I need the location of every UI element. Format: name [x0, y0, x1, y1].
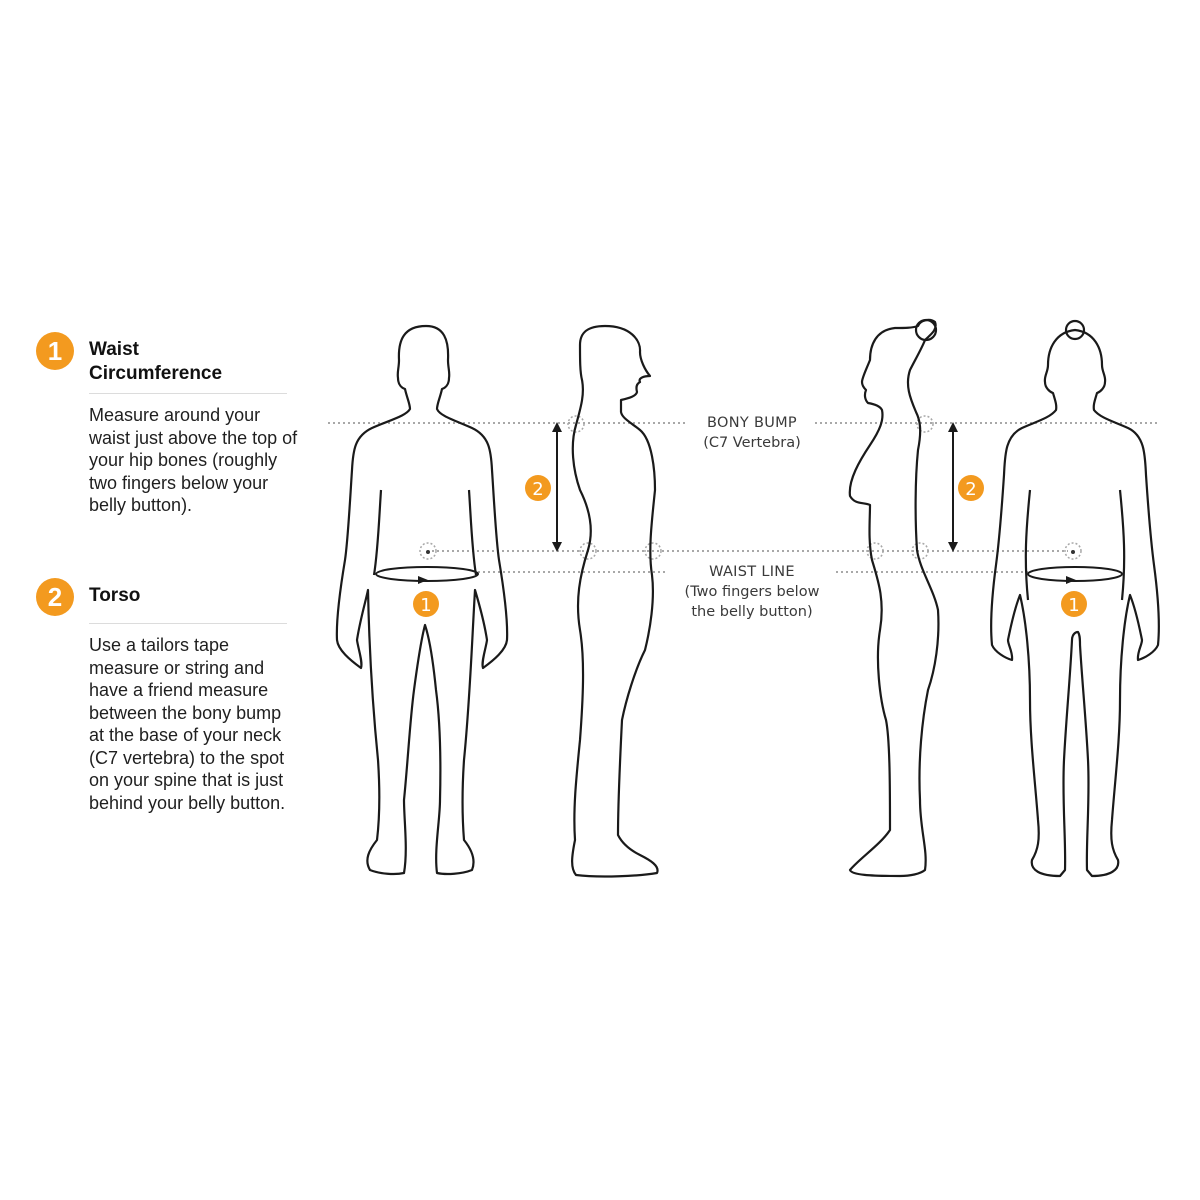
waist-marker-male — [413, 591, 439, 617]
torso-marker-male — [525, 475, 551, 501]
female-side-figure — [848, 318, 940, 878]
divider — [89, 393, 287, 394]
arrow-down-icon — [552, 542, 562, 552]
waist-line-title: WAIST LINE — [709, 564, 795, 580]
step-torso: 2 Torso Use a tailors tape measure or st… — [36, 578, 299, 814]
step-header: 2 Torso — [36, 578, 299, 616]
step-header: 1 Waist Circumference — [36, 332, 299, 386]
male-side-figure — [571, 324, 659, 878]
step-description: Use a tailors tape measure or string and… — [89, 635, 286, 813]
belly-button-marker-male — [419, 542, 437, 560]
belly-marker-female-side — [866, 542, 884, 560]
step-number-badge: 2 — [36, 578, 74, 616]
waist-loop-male — [375, 566, 479, 582]
waist-line-label: WAIST LINE (Two fingers below the belly … — [668, 562, 836, 622]
c7-marker-female — [916, 415, 934, 433]
torso-marker-number: 2 — [532, 479, 543, 500]
belly-marker-male-side — [644, 542, 662, 560]
spine-marker-female — [911, 542, 929, 560]
step-description: Measure around your waist just above the… — [89, 405, 298, 515]
arrow-right-icon — [418, 576, 428, 584]
guide-lines — [328, 422, 1160, 573]
waist-marker-number: 1 — [1068, 595, 1079, 616]
c7-marker-male — [567, 415, 585, 433]
waist-measure-loops — [375, 566, 1123, 582]
waist-line-subtitle-2: the belly button) — [691, 604, 813, 620]
waist-marker-female — [1061, 591, 1087, 617]
step-title: Torso — [89, 585, 141, 606]
torso-marker-female — [958, 475, 984, 501]
waist-direction-arrows — [418, 576, 1076, 584]
arrow-up-icon — [948, 422, 958, 432]
waist-line-subtitle-1: (Two fingers below — [684, 584, 820, 600]
step-title: Waist Circumference — [89, 339, 223, 384]
waist-marker-number: 1 — [420, 595, 431, 616]
divider — [89, 623, 287, 624]
belly-button-dots — [426, 550, 1075, 554]
male-back-figure — [335, 324, 509, 876]
bony-bump-subtitle: (C7 Vertebra) — [703, 435, 801, 451]
spine-marker-male — [579, 542, 597, 560]
step-waist: 1 Waist Circumference Measure around you… — [36, 332, 299, 517]
point-markers — [419, 415, 1082, 560]
arrow-heads — [552, 422, 958, 552]
arrow-down-icon — [948, 542, 958, 552]
torso-measure-arrows — [556, 428, 954, 546]
bony-bump-title: BONY BUMP — [707, 415, 797, 431]
step-number-badge: 1 — [36, 332, 74, 370]
waist-loop-female — [1027, 566, 1123, 582]
arrow-up-icon — [552, 422, 562, 432]
bony-bump-label: BONY BUMP (C7 Vertebra) — [690, 413, 814, 453]
arrow-right-icon — [1066, 576, 1076, 584]
female-back-figure — [990, 319, 1160, 878]
belly-button-marker-female — [1064, 542, 1082, 560]
torso-marker-number: 2 — [965, 479, 976, 500]
